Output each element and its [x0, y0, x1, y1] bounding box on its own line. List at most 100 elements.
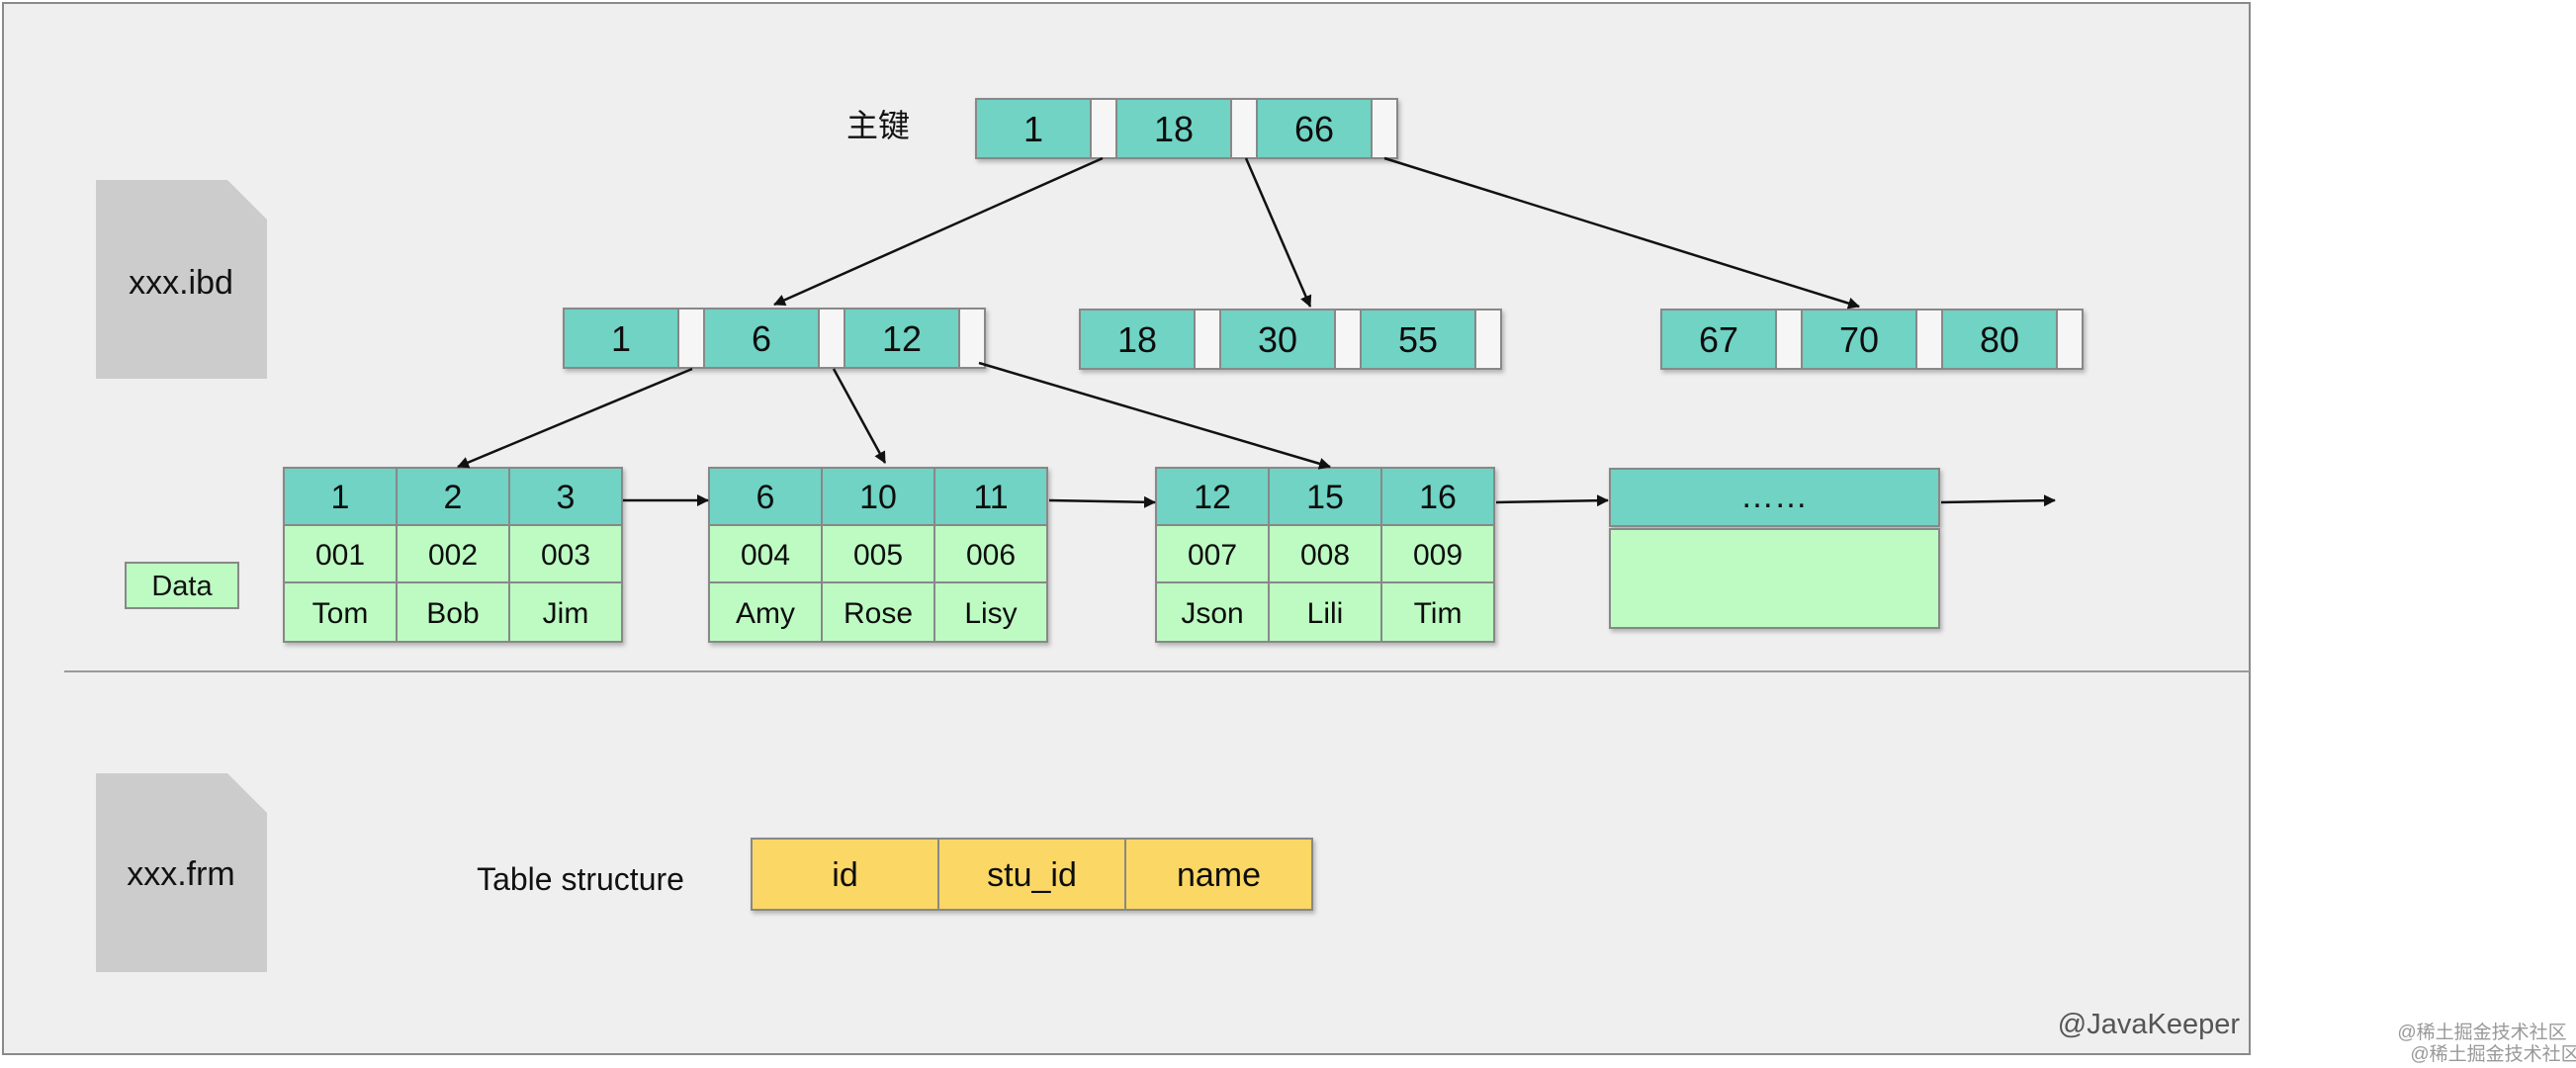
internal-pointer-3 — [978, 361, 1331, 470]
leaf-id-cell — [1155, 467, 1270, 526]
key-value: 1 — [1023, 109, 1043, 149]
key-cell — [1219, 309, 1336, 370]
leaf-id-cell — [283, 467, 398, 526]
ellipsis-leaf-page — [1609, 468, 1940, 629]
leaf-stu-id-cell — [708, 524, 823, 583]
column-name: stu_id — [987, 856, 1077, 894]
pointer-slot — [958, 308, 986, 369]
leaf-stu-id-cell-text: 006 — [966, 539, 1016, 572]
leaf-name-cell-text: Lili — [1307, 597, 1344, 630]
leaf-name-cell-text: Tom — [312, 597, 369, 630]
table-structure: id stu_id name — [751, 838, 1313, 911]
column-name: name — [1177, 856, 1261, 894]
data-label: Data — [151, 571, 213, 602]
leaf-name-cell-text: Lisy — [964, 597, 1017, 630]
leaf-stu-id-cell — [1380, 524, 1495, 583]
leaf-stu-id-cell-text: 002 — [428, 539, 478, 572]
leaf-stu-id-cell-text: 007 — [1188, 539, 1237, 572]
pointer-slot — [1230, 98, 1258, 159]
key-value: 66 — [1294, 109, 1334, 149]
pointer-slot — [2056, 309, 2084, 370]
pointer-slot — [1371, 98, 1398, 159]
table-structure-label: Table structure — [477, 861, 684, 897]
leaf-name-cell-text: Amy — [736, 597, 795, 630]
leaf-stu-id-cell — [1268, 524, 1382, 583]
data-legend: Data — [125, 562, 239, 609]
key-value: 55 — [1398, 319, 1438, 360]
key-value: 18 — [1154, 109, 1194, 149]
frm-file-icon: xxx.frm — [96, 773, 267, 972]
ibd-file-label: xxx.ibd — [129, 264, 233, 302]
leaf-stu-id-cell — [933, 524, 1048, 583]
leaf-stu-id-cell — [396, 524, 510, 583]
pointer-slot — [1194, 309, 1221, 370]
internal-node: 67 70 80 — [1660, 309, 2084, 370]
leaf-next-pointer-4 — [1940, 494, 2056, 507]
leaf-stu-id-cell-text: 004 — [741, 539, 790, 572]
leaf-stu-id-cell-text: 008 — [1300, 539, 1350, 572]
leaf-stu-id-cell-text: 001 — [315, 539, 365, 572]
ibd-file-icon: xxx.ibd — [96, 180, 267, 379]
leaf-name-cell — [708, 581, 823, 643]
key-cell — [1360, 309, 1476, 370]
key-cell — [1941, 309, 2058, 370]
key-value: 70 — [1839, 319, 1879, 360]
root-pointer-1 — [773, 156, 1104, 307]
key-value: 18 — [1117, 319, 1157, 360]
leaf-list-pointers — [623, 494, 2056, 508]
leaf-id-cell-text: 2 — [444, 479, 463, 516]
leaf-id-cell-text: 15 — [1306, 479, 1344, 516]
corner-mark-2: @稀土掘金技术社区 — [2410, 1043, 2576, 1065]
leaf-stu-id-cell — [821, 524, 935, 583]
leaf-name-cell-text: Tim — [1414, 597, 1463, 630]
leaf-stu-id-cell-text: 005 — [853, 539, 903, 572]
root-pointer-3 — [1383, 156, 1860, 310]
root-pointer-2 — [1244, 157, 1312, 308]
key-cell — [1115, 98, 1232, 159]
leaf-next-pointer-2 — [1048, 495, 1156, 508]
tree-pointers — [457, 156, 1860, 470]
internal-pointer-2 — [832, 368, 887, 464]
pointer-slot — [677, 308, 705, 369]
pointer-slot — [818, 308, 845, 369]
key-cell — [975, 98, 1092, 159]
column-cell — [751, 838, 939, 911]
root-node: 1 18 66 — [975, 98, 1398, 159]
leaf-name-cell — [396, 581, 510, 643]
key-value: 12 — [882, 318, 922, 359]
primary-key-label: 主键 — [846, 108, 910, 143]
internal-pointer-1 — [457, 367, 693, 469]
leaf-name-cell — [1155, 581, 1270, 643]
leaf-id-cell — [1380, 467, 1495, 526]
leaf-name-cell-text: Rose — [844, 597, 913, 630]
leaf-next-pointer-3 — [1495, 494, 1609, 507]
frm-file-label: xxx.frm — [127, 855, 235, 893]
pointer-slot — [1775, 309, 1803, 370]
leaf-name-cell — [933, 581, 1048, 643]
author-watermark: @JavaKeeper — [2058, 1009, 2241, 1040]
pointer-slot — [1474, 309, 1502, 370]
column-name: id — [832, 856, 857, 894]
pointer-slot — [1334, 309, 1362, 370]
leaf-name-cell — [508, 581, 623, 643]
pointer-slot — [1915, 309, 1943, 370]
leaf-id-cell-text: 11 — [973, 479, 1008, 516]
key-value: 80 — [1980, 319, 2019, 360]
leaf-stu-id-cell-text: 009 — [1413, 539, 1463, 572]
leaf-id-cell-text: 6 — [756, 479, 775, 516]
pointer-slot — [1090, 98, 1117, 159]
leaf-name-cell-text: Json — [1181, 597, 1243, 630]
leaf-stu-id-cell-text: 003 — [541, 539, 590, 572]
leaf-id-cell — [821, 467, 935, 526]
leaf-id-cell-text: 12 — [1194, 479, 1231, 516]
key-value: 67 — [1699, 319, 1738, 360]
leaf-name-cell — [821, 581, 935, 643]
leaf-id-cell-text: 10 — [859, 479, 897, 516]
leaf-id-cell-text: 16 — [1419, 479, 1457, 516]
